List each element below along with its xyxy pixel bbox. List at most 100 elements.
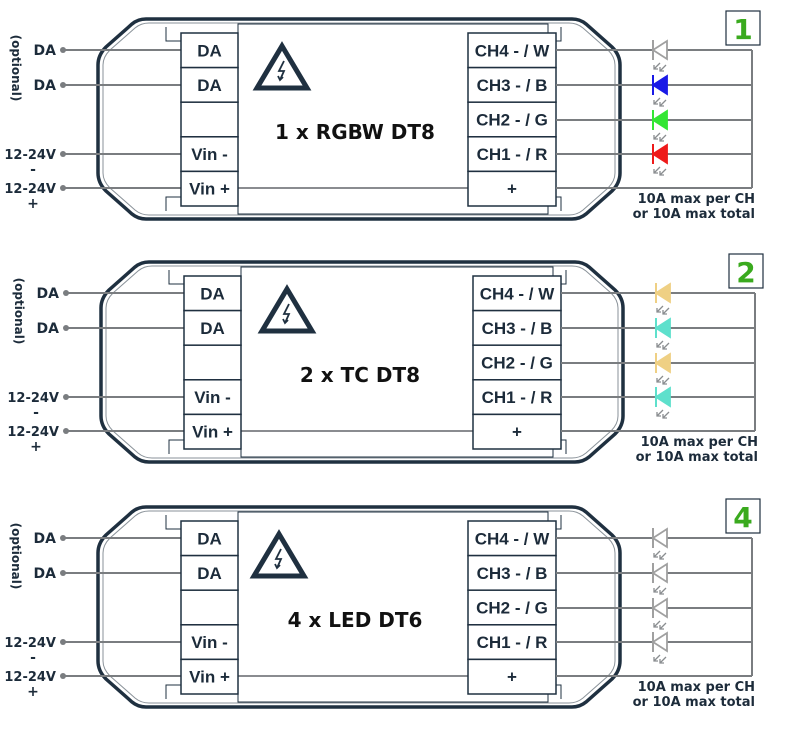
arrow <box>662 377 670 385</box>
right-terminal-label: CH2 - / G <box>476 111 548 130</box>
left-terminal-cell <box>180 101 239 138</box>
arrow <box>653 654 661 662</box>
controller-title: 1 x RGBW DT8 <box>275 120 435 144</box>
terminal-step <box>556 515 562 530</box>
left-terminal-cell <box>183 379 242 416</box>
arrow <box>653 585 661 593</box>
badge-number: 2 <box>736 256 755 289</box>
right-terminal-label: + <box>507 180 517 199</box>
wire-terminal-dot <box>60 673 66 679</box>
right-terminal-cell <box>472 309 562 346</box>
right-terminal-label: CH1 - / R <box>482 388 553 407</box>
arrow <box>659 134 667 142</box>
polarity-label: + <box>30 439 42 455</box>
current-limit-note: or 10A max total <box>636 450 758 465</box>
diagram-number-badge: 1 <box>725 10 761 46</box>
left-terminal-label: Vin - <box>191 145 228 164</box>
led-red-icon <box>651 143 668 176</box>
led-green-icon <box>651 109 668 142</box>
terminal-step <box>165 515 181 530</box>
left-terminal-label: DA <box>197 564 222 583</box>
arrow <box>659 99 667 107</box>
right-terminal-cell <box>467 554 557 591</box>
warning-triangle <box>252 41 312 91</box>
right-terminal-cell <box>467 624 557 661</box>
right-terminal-label: CH4 - / W <box>475 41 551 60</box>
arrow <box>659 622 667 630</box>
terminal-step <box>556 27 562 42</box>
right-terminal-label: CH3 - / B <box>482 319 553 338</box>
polarity-label: + <box>27 196 39 212</box>
arrow <box>659 656 667 664</box>
wire-terminal-dot <box>63 290 69 296</box>
right-terminal-cell <box>467 136 557 173</box>
supply-input-label: 12-24V <box>4 148 56 163</box>
left-terminal-label: Vin - <box>194 388 231 407</box>
current-limit-note: 10A max per CH <box>638 192 755 207</box>
right-terminal-label: CH4 - / W <box>480 284 556 303</box>
right-terminal-label: CH1 - / R <box>477 633 548 652</box>
optional-label: (optional) <box>9 523 23 590</box>
led-cool-white-icon <box>654 386 671 419</box>
lightning-bolt-icon <box>277 60 286 82</box>
right-terminal-cell <box>472 344 562 381</box>
right-terminal-label: CH2 - / G <box>476 599 548 618</box>
wire-terminal-dot <box>63 394 69 400</box>
light-emission-arrows-icon <box>653 166 667 176</box>
terminal-step <box>556 684 562 699</box>
left-terminal-cell <box>180 658 239 695</box>
left-terminal-cell <box>180 170 239 207</box>
led-body <box>651 597 668 619</box>
lightning-bolt-icon <box>282 303 291 325</box>
current-limit-note: 10A max per CH <box>641 435 758 450</box>
right-terminal-cell <box>472 379 562 416</box>
supply-input-label: 12-24V <box>7 425 59 440</box>
led-led-icon <box>651 631 668 664</box>
led-cool-white-icon <box>654 317 671 350</box>
left-terminal-cell <box>183 344 242 381</box>
wire-terminal-dot <box>60 535 66 541</box>
arrow <box>653 620 661 628</box>
supply-input-label: 12-24V <box>4 670 56 685</box>
diagram-number-badge: 4 <box>725 498 761 534</box>
left-terminal-cell <box>180 589 239 626</box>
led-warm-white-icon <box>654 352 671 385</box>
left-terminal-cell <box>180 32 239 69</box>
housing-inner-edge <box>105 265 619 459</box>
left-terminal-cell <box>180 136 239 173</box>
polarity-label: - <box>30 162 36 178</box>
left-terminal-cell <box>180 554 239 591</box>
right-terminal-label: CH4 - / W <box>475 529 551 548</box>
optional-label: (optional) <box>9 35 23 102</box>
controller-title: 2 x TC DT8 <box>300 363 420 387</box>
wire-terminal-dot <box>60 570 66 576</box>
current-limit-note: 10A max per CH <box>638 680 755 695</box>
right-terminal-cell <box>472 275 562 312</box>
led-body <box>651 74 668 96</box>
arrow <box>659 168 667 176</box>
led-led-icon <box>651 597 668 630</box>
led-body <box>651 109 668 131</box>
arrow <box>656 305 664 313</box>
led-body <box>654 282 671 304</box>
light-emission-arrows-icon <box>653 97 667 107</box>
da-input-label: DA <box>37 286 60 302</box>
right-terminal-cell <box>467 520 557 557</box>
left-terminal-cell <box>180 520 239 557</box>
badge-box <box>725 10 761 46</box>
led-body <box>651 527 668 549</box>
led-led-icon <box>651 527 668 560</box>
warning-triangle <box>249 529 309 579</box>
right-terminal-label: CH1 - / R <box>477 145 548 164</box>
led-body <box>654 317 671 339</box>
light-emission-arrows-icon <box>653 620 667 630</box>
da-input-label: DA <box>34 566 57 582</box>
housing-inner-edge <box>102 510 616 704</box>
right-terminal-label: + <box>512 423 522 442</box>
left-terminal-label: DA <box>197 529 222 548</box>
arrow <box>653 97 661 105</box>
led-body <box>651 631 668 653</box>
da-input-label: DA <box>34 531 57 547</box>
